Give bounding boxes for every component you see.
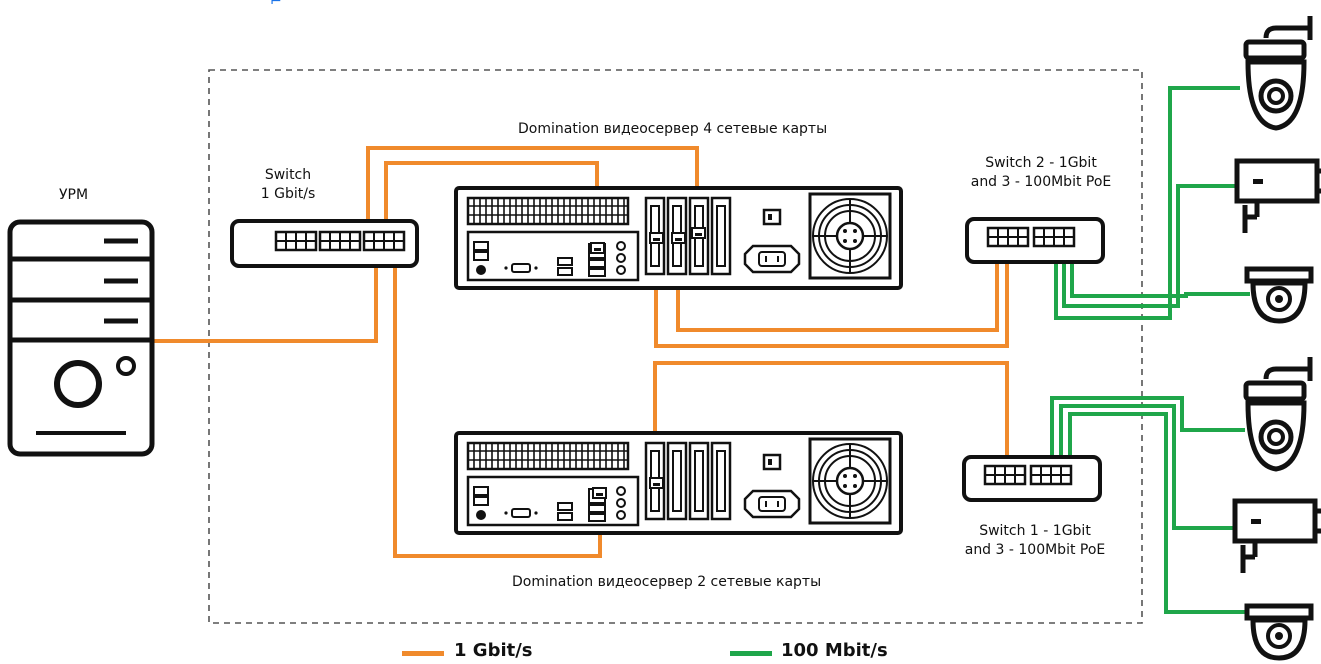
server-2nic-icon — [454, 431, 903, 535]
dome-camera-icon — [1247, 269, 1311, 321]
switch-2-label: Switch 2 - 1Gbit and 3 - 100Mbit PoE — [956, 154, 1126, 192]
server-4nic-title: Domination видеосервер 4 сетевые карты — [518, 121, 828, 137]
legend-1gbit-swatch — [402, 651, 444, 656]
main-switch-label: Switch 1 Gbit/s — [248, 166, 328, 204]
main-switch-label-line2: 1 Gbit/s — [260, 186, 316, 202]
server-2nic-title: Domination видеосервер 2 сетевые карты — [512, 574, 822, 590]
ptz-camera-icon — [1246, 357, 1310, 469]
ptz-camera-icon — [1246, 16, 1310, 128]
switch-1-label-line2: and 3 - 100Mbit PoE — [964, 542, 1106, 558]
link-mark[interactable]: ⌐ — [270, 0, 282, 10]
cables-100mbit — [1050, 86, 1250, 614]
dome-camera-icon — [1247, 606, 1311, 658]
bullet-camera-icon — [1235, 501, 1321, 573]
switch-1-icon — [962, 455, 1102, 502]
workstation-label: УРМ — [59, 187, 89, 203]
legend-100mbit-label: 100 Mbit/s — [781, 640, 888, 661]
legend-100mbit-swatch — [730, 651, 772, 656]
switch-2-label-line1: Switch 2 - 1Gbit — [985, 155, 1097, 171]
server-4nic-icon — [454, 186, 903, 290]
switch-1-label: Switch 1 - 1Gbit and 3 - 100Mbit PoE — [950, 522, 1120, 560]
main-switch-label-line1: Switch — [264, 167, 312, 183]
legend-1gbit-label: 1 Gbit/s — [454, 640, 533, 661]
switch-1-label-line1: Switch 1 - 1Gbit — [979, 523, 1091, 539]
bullet-camera-icon — [1237, 161, 1321, 233]
main-switch-icon — [230, 219, 419, 268]
switch-2-icon — [965, 217, 1105, 264]
workstation-icon — [7, 219, 155, 457]
server-room-boundary — [208, 69, 1143, 624]
switch-2-label-line2: and 3 - 100Mbit PoE — [970, 174, 1112, 190]
